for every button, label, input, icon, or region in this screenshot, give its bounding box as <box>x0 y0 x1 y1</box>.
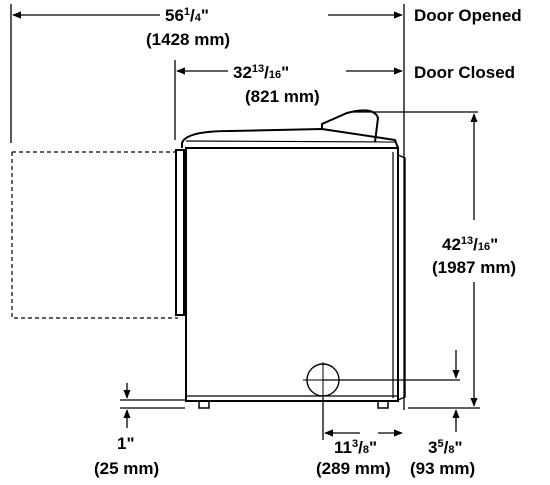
dim-56-den: 4 <box>195 12 202 24</box>
dryer-lid <box>181 127 399 149</box>
dim-56-num: 1 <box>184 6 190 18</box>
dim-56-inch: " <box>201 6 209 25</box>
dim-56-mm: (1428 mm) <box>146 30 230 49</box>
door-closed-label: Door Closed <box>414 63 515 82</box>
dim-3-den: 8 <box>448 444 454 456</box>
dim-1-label: 1" <box>117 434 135 453</box>
dim-11-label: 113/8" <box>334 438 377 457</box>
control-console <box>321 109 380 143</box>
dim-32-label: 3213/16" <box>233 63 289 82</box>
dim-11-whole: 11 <box>334 438 352 457</box>
dim-42-den: 16 <box>478 241 490 253</box>
dim-42-mm: (1987 mm) <box>432 258 516 277</box>
dim-42-inch: " <box>490 235 498 254</box>
dim-3-mm: (93 mm) <box>410 459 475 478</box>
dim-42-num: 13 <box>461 235 473 247</box>
dim-11-mm: (289 mm) <box>316 459 391 478</box>
dim-56-whole: 56 <box>165 6 184 25</box>
dim-3-whole: 3 <box>428 438 437 457</box>
dim-1-mm: (25 mm) <box>94 459 159 478</box>
open-door-outline <box>11 151 178 319</box>
dim-11-num: 3 <box>352 438 358 450</box>
dim-32-den: 16 <box>269 69 281 81</box>
dim-1-inch: " <box>126 434 134 453</box>
dimension-arrows <box>12 11 478 437</box>
rear-foot <box>377 400 389 409</box>
dim-32-whole: 32 <box>233 63 252 82</box>
front-foot <box>198 400 210 409</box>
dim-3-label: 35/8" <box>428 438 463 457</box>
dryer-body <box>175 109 406 409</box>
dryer-cabinet <box>185 147 399 402</box>
dim-32-mm: (821 mm) <box>245 87 320 106</box>
dim-56-label: 561/4" <box>165 6 209 25</box>
dim-11-inch: " <box>369 438 377 457</box>
dim-42-whole: 42 <box>442 235 461 254</box>
dim-11-den: 8 <box>363 444 369 456</box>
dim-3-inch: " <box>454 438 462 457</box>
dim-32-inch: " <box>281 63 289 82</box>
lid-seam <box>185 140 396 143</box>
dim-3-num: 5 <box>437 438 443 450</box>
rear-panel <box>397 154 406 401</box>
dim-1-whole: 1 <box>117 434 126 453</box>
dryer-door <box>175 149 185 316</box>
dim-32-num: 13 <box>252 63 264 75</box>
dim-42-label: 4213/16" <box>442 235 498 254</box>
door-opened-label: Door Opened <box>414 6 522 25</box>
